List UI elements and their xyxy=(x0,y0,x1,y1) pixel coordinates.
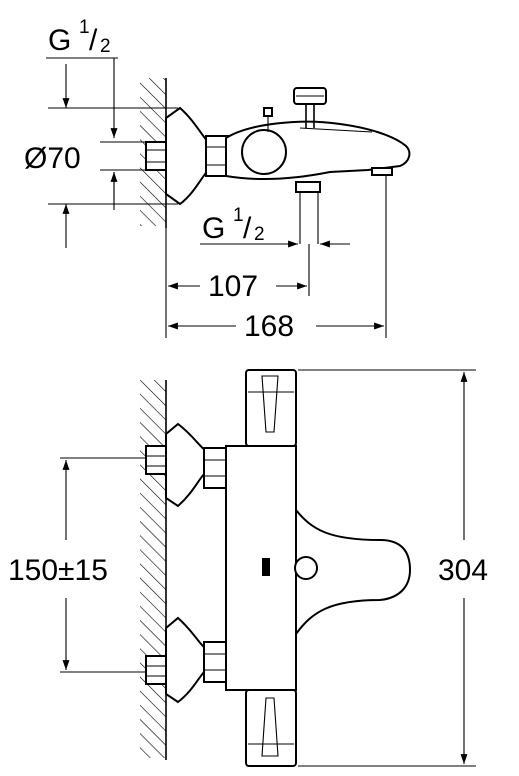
side-hose-outlet xyxy=(295,181,321,193)
front-mixer-body xyxy=(225,445,297,691)
thread-label-outlet: G 1 / 2 xyxy=(202,205,265,245)
front-inlet-top-nut xyxy=(145,445,167,475)
side-view: G 1 / 2 Ø70 G 1 / 2 107 xyxy=(24,17,411,343)
diameter-label: Ø70 xyxy=(24,142,81,175)
side-hex-nut xyxy=(205,135,229,177)
side-inlet-nut xyxy=(145,141,167,171)
thread-label-outlet-main: G xyxy=(202,212,225,245)
thread-label-top: G 1 / 2 xyxy=(48,17,111,57)
front-handle-top xyxy=(245,369,297,447)
thread-label-top-slash: / xyxy=(89,24,98,57)
thread-label-top-den: 2 xyxy=(100,36,111,57)
thread-label-outlet-slash: / xyxy=(243,212,252,245)
front-inlet-bottom-nut xyxy=(145,655,167,685)
front-escutcheon-top xyxy=(165,422,209,508)
front-hex-nut-bottom xyxy=(203,641,229,683)
thread-label-outlet-num: 1 xyxy=(233,205,244,226)
wall-hatch-front xyxy=(140,380,166,758)
dim-107-label: 107 xyxy=(208,270,258,303)
front-view: 150±15 304 xyxy=(8,369,488,767)
front-spout xyxy=(295,507,412,638)
front-diverter xyxy=(294,556,318,580)
thread-label-outlet-den: 2 xyxy=(254,224,265,245)
dim-168-label: 168 xyxy=(244,310,294,343)
dim-150-label: 150±15 xyxy=(8,554,108,587)
thread-label-top-num: 1 xyxy=(79,17,90,38)
front-escutcheon-bottom xyxy=(165,616,209,704)
side-control-knob xyxy=(241,129,287,175)
front-hex-nut-top xyxy=(203,447,229,489)
front-indicator xyxy=(262,558,270,576)
front-handle-bottom xyxy=(245,689,297,767)
side-spout-outlet xyxy=(371,167,393,176)
thread-label-top-main: G xyxy=(48,24,71,57)
dim-304-label: 304 xyxy=(438,554,488,587)
